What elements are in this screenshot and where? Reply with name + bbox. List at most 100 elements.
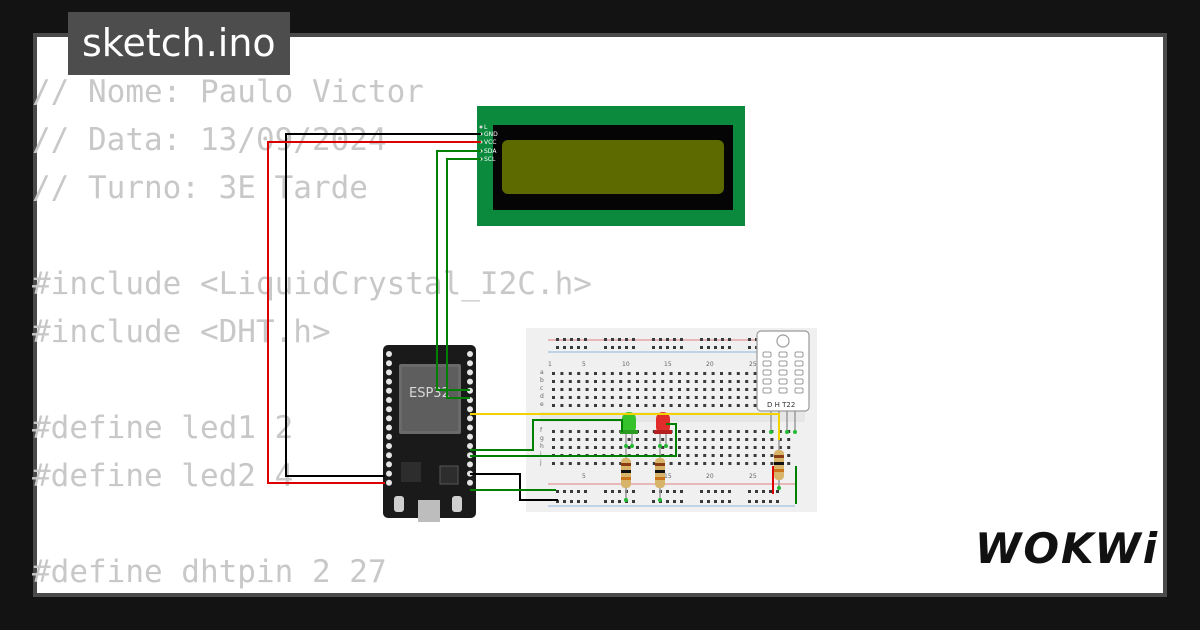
breadboard-hole (652, 490, 655, 493)
wire-vcc (267, 141, 481, 484)
breadboard-hole (762, 454, 765, 457)
breadboard-hole (678, 404, 681, 407)
column-label: 20 (706, 361, 714, 368)
code-line: #include <DHT.h> (32, 314, 331, 350)
breadboard-hole (652, 338, 655, 341)
row-label: h (540, 443, 544, 450)
breadboard-hole (585, 380, 589, 383)
breadboard-hole (625, 346, 628, 349)
breadboard-hole (728, 454, 732, 457)
breadboard-hole (627, 404, 631, 407)
breadboard-hole (787, 446, 791, 449)
column-label: 25 (749, 473, 757, 480)
breadboard-hole (610, 462, 614, 465)
breadboard-hole (652, 500, 655, 503)
column-label: 20 (706, 473, 714, 480)
breadboard-hole (632, 346, 635, 349)
breadboard-hole (778, 438, 782, 441)
breadboard-hole (627, 372, 631, 375)
breadboard-hole (577, 346, 580, 349)
esp32-pin (467, 406, 473, 413)
code-line: #define led1 2 (32, 410, 294, 446)
breadboard-hole (659, 338, 662, 341)
breadboard-hole (686, 380, 690, 383)
breadboard-hole (611, 500, 614, 503)
breadboard-hole (602, 438, 606, 441)
breadboard-hole (560, 372, 564, 375)
breadboard-hole (728, 372, 732, 375)
dht22-sensor[interactable]: D H T22 (756, 330, 810, 432)
breadboard-hole (568, 388, 572, 391)
breadboard-hole (632, 500, 635, 503)
breadboard-hole (619, 380, 623, 383)
breadboard-hole (753, 430, 757, 433)
breadboard-hole (577, 438, 581, 441)
breadboard-hole (748, 338, 751, 341)
breadboard-hole (703, 462, 707, 465)
breadboard-hole (610, 446, 614, 449)
breadboard-hole (686, 462, 690, 465)
breadboard-hole (644, 446, 648, 449)
resistor[interactable] (774, 440, 784, 488)
breadboard-hole (736, 462, 740, 465)
breadboard-hole (745, 454, 749, 457)
breadboard-hole (585, 462, 589, 465)
breadboard-hole (652, 388, 656, 391)
file-tab[interactable]: sketch.ino (68, 12, 290, 75)
breadboard-hole (577, 446, 581, 449)
breadboard-hole (568, 446, 572, 449)
breadboard-hole (585, 404, 589, 407)
esp32-board[interactable]: ESP32 (383, 345, 476, 522)
breadboard-hole (736, 396, 740, 399)
breadboard-hole (666, 500, 669, 503)
breadboard-hole (728, 430, 732, 433)
breadboard-hole (556, 338, 559, 341)
breadboard-hole (618, 500, 621, 503)
breadboard-hole (577, 396, 581, 399)
esp32-pin (386, 360, 392, 367)
row-label: i (540, 451, 542, 458)
column-label: 15 (664, 361, 672, 368)
breadboard-hole (552, 446, 555, 449)
breadboard-hole (560, 438, 564, 441)
breadboard-hole (769, 500, 772, 503)
breadboard-hole (552, 438, 555, 441)
row-label: f (540, 427, 543, 434)
breadboard-hole (745, 396, 749, 399)
breadboard-hole (678, 438, 681, 441)
breadboard-hole (669, 446, 673, 449)
breadboard-hole (563, 500, 566, 503)
breadboard-hole (666, 338, 669, 341)
breadboard-hole (659, 346, 662, 349)
breadboard-hole (552, 404, 555, 407)
breadboard-hole (680, 490, 683, 493)
breadboard-hole (560, 380, 564, 383)
breadboard-hole (669, 438, 673, 441)
lcd-pin-label: SCL (484, 156, 496, 163)
breadboard-hole (707, 500, 710, 503)
breadboard-hole (678, 388, 681, 391)
breadboard-hole (770, 438, 774, 441)
esp32-pin (467, 424, 473, 431)
breadboard-hole (556, 490, 559, 493)
breadboard-hole (694, 388, 698, 391)
breadboard-hole (753, 438, 757, 441)
lcd-display[interactable]: L GND VCC SDA SCL (477, 106, 745, 226)
breadboard-hole (594, 446, 597, 449)
breadboard-hole (736, 372, 740, 375)
breadboard-hole (745, 404, 749, 407)
breadboard-hole (778, 430, 782, 433)
breadboard-hole (632, 338, 635, 341)
led-green[interactable] (620, 412, 638, 446)
led-red[interactable] (654, 412, 672, 446)
breadboard-hole (755, 490, 758, 493)
breadboard-hole (563, 490, 566, 493)
breadboard-hole (711, 454, 715, 457)
breadboard-hole (703, 404, 707, 407)
breadboard-hole (714, 338, 717, 341)
row-label: e (540, 401, 544, 408)
esp32-pin (386, 406, 392, 413)
breadboard-hole (694, 396, 698, 399)
breadboard-hole (577, 404, 581, 407)
breadboard-hole (728, 346, 731, 349)
